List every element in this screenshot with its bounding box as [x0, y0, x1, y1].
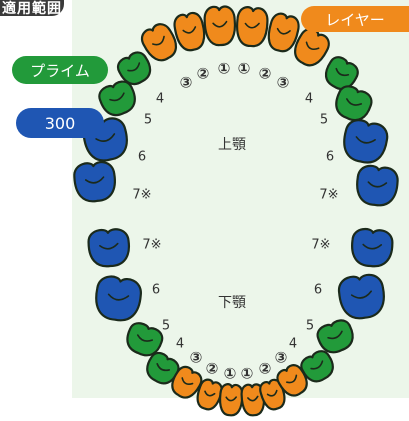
- tooth-number-upper-right-5: 5: [320, 113, 328, 128]
- tooth-number-upper-left-7: 7※: [132, 188, 151, 203]
- tooth-upper-left-3: [140, 23, 178, 62]
- tooth-upper-right-4: [324, 56, 359, 91]
- tooth-number-upper-left-3: ①: [218, 60, 231, 78]
- tooth-lower-right-6: [338, 273, 385, 320]
- tooth-number-upper-right-2: ②: [259, 65, 272, 83]
- tooth-number-upper-right-3: ③: [277, 74, 290, 92]
- tooth-lower-left-6: [95, 275, 142, 322]
- tooth-number-lower-left-1: 7※: [142, 238, 161, 253]
- tooth-upper-left-5: [98, 80, 136, 117]
- veneer-badge: レイヤー: [301, 6, 409, 32]
- tooth-number-lower-right-7: ①: [241, 365, 254, 383]
- tooth-number-upper-left-1: ③: [180, 74, 193, 92]
- tooth-lower-left-7: [87, 228, 131, 268]
- tooth-number-lower-right-1: 7※: [311, 238, 330, 253]
- tooth-number-lower-right-6: ②: [259, 360, 272, 378]
- tooth-upper-left-4: [117, 51, 152, 86]
- tooth-number-lower-left-7: ①: [224, 365, 237, 383]
- tooth-number-upper-right-4: 4: [305, 92, 313, 107]
- tooth-lower-left-5: [126, 322, 164, 357]
- tooth-lower-right-7: [351, 227, 394, 268]
- tooth-number-lower-left-2: 6: [152, 283, 160, 298]
- tooth-number-lower-left-3: 5: [162, 319, 170, 334]
- tooth-lower-left-1: [218, 383, 244, 417]
- tooth-number-lower-right-3: 5: [306, 319, 314, 334]
- tooth-lower-right-4: [300, 350, 334, 383]
- tooth-upper-right-1: [236, 6, 269, 48]
- tooth-number-upper-left-2: ②: [197, 65, 210, 83]
- tooth-number-lower-right-5: ③: [275, 349, 288, 367]
- tooth-number-lower-left-4: 4: [176, 337, 184, 352]
- tooth-upper-right-5: [335, 85, 373, 122]
- tooth-number-upper-right-1: ①: [238, 60, 251, 78]
- tooth-number-lower-right-2: 6: [314, 283, 322, 298]
- tooth-upper-right-6: [343, 119, 389, 164]
- tooth-number-upper-right-6: 6: [326, 150, 334, 165]
- series-300-badge: 300: [16, 108, 104, 138]
- background-panel: [72, 0, 409, 398]
- scope-badge: 適用範囲: [0, 0, 64, 17]
- tooth-upper-right-2: [267, 12, 300, 53]
- tooth-lower-right-5: [316, 319, 354, 354]
- tooth-number-upper-left-6: 6: [138, 150, 146, 165]
- tooth-number-lower-right-4: 4: [289, 337, 297, 352]
- tooth-upper-left-2: [173, 11, 206, 52]
- lower-jaw-label: 下顎: [218, 295, 246, 311]
- tooth-upper-left-7: [73, 160, 116, 203]
- prime-badge: プライム: [12, 56, 108, 84]
- tooth-number-upper-right-7: 7※: [319, 188, 338, 203]
- tooth-upper-right-7: [356, 164, 399, 207]
- tooth-number-upper-left-4: 4: [156, 92, 164, 107]
- tooth-number-lower-left-5: ③: [190, 349, 203, 367]
- upper-jaw-label: 上顎: [218, 137, 246, 153]
- tooth-upper-left-1: [203, 5, 237, 47]
- tooth-number-lower-left-6: ②: [206, 360, 219, 378]
- tooth-number-upper-left-5: 5: [144, 113, 152, 128]
